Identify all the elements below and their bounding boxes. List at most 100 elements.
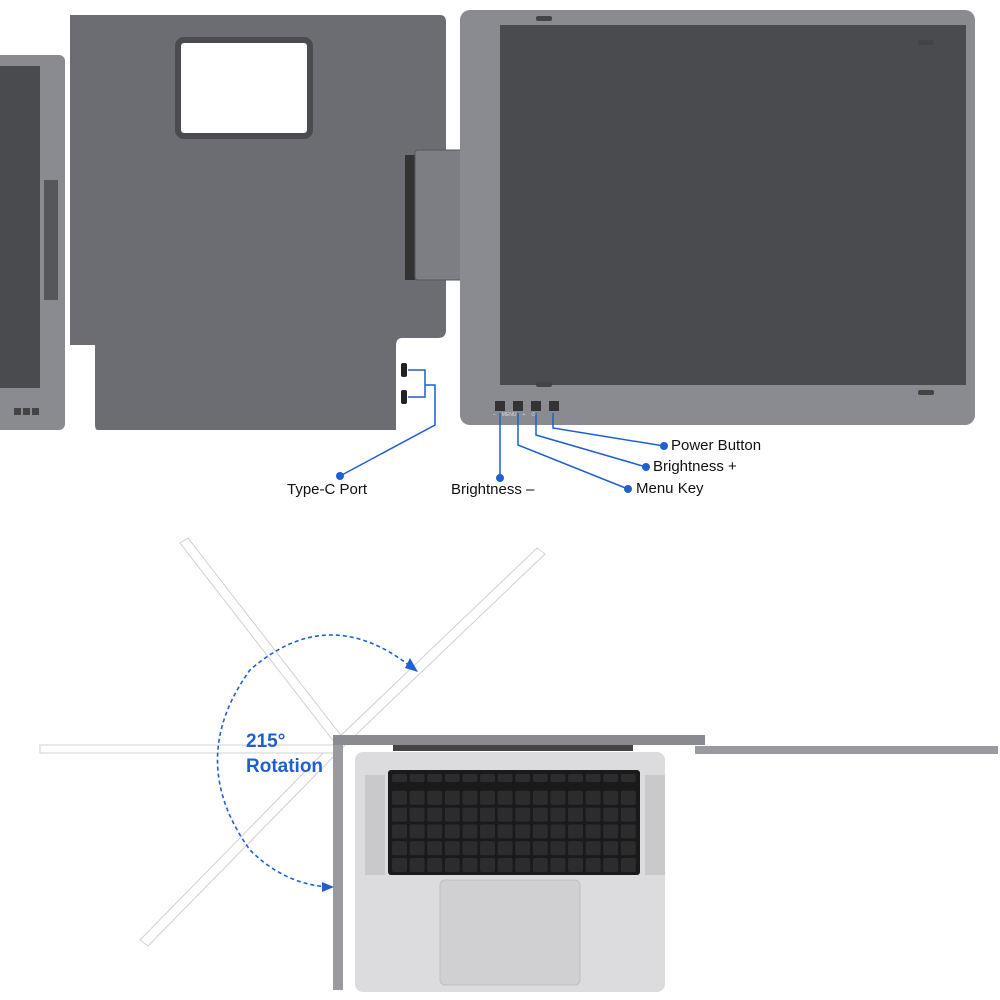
back-panel <box>70 15 486 430</box>
keyboard-key <box>462 790 478 805</box>
keyboard-key <box>568 824 583 839</box>
keyboard-key <box>392 841 407 856</box>
keyboard-key <box>585 824 601 839</box>
keyboard-key <box>532 841 548 856</box>
btn-label: MENU <box>501 412 517 418</box>
keyboard-key <box>568 807 583 822</box>
menu-button <box>513 401 523 411</box>
keyboard-key <box>480 790 495 805</box>
keyboard-key <box>620 790 636 805</box>
keyboard-key <box>585 858 601 872</box>
keyboard-key <box>480 824 495 839</box>
keyboard-key <box>497 841 513 856</box>
keyboard-key <box>550 824 566 839</box>
keyboard-key <box>603 858 619 872</box>
callout-dots <box>336 442 668 493</box>
label-type-c-port: Type-C Port <box>287 481 368 498</box>
keyboard-key <box>620 824 636 839</box>
keyboard-key <box>409 858 425 872</box>
arrow-head-icon <box>405 658 418 672</box>
keyboard-key <box>515 807 531 822</box>
keyboard-key <box>585 807 601 822</box>
btn-label: – <box>493 412 496 418</box>
rotation-label: Rotation <box>246 756 324 777</box>
keyboard-key <box>427 790 443 805</box>
keyboard-key <box>550 841 566 856</box>
keyboard-key <box>550 774 566 782</box>
keyboard-key <box>515 774 531 782</box>
keyboard-key <box>585 774 601 782</box>
keyboard-key <box>603 790 619 805</box>
keyboard-key <box>515 858 531 872</box>
keyboard-key <box>444 841 460 856</box>
btn-label: ⏻ <box>531 412 536 418</box>
power-button <box>549 401 559 411</box>
type-c-port-2 <box>401 390 407 404</box>
callout-lines <box>339 369 665 490</box>
keyboard-key <box>497 807 513 822</box>
rotation-ghost-panels <box>39 537 546 947</box>
keyboard-key <box>409 841 425 856</box>
keyboard-key <box>444 774 460 782</box>
keyboard-key <box>532 774 548 782</box>
btn-label: + <box>522 412 526 418</box>
keyboard-key <box>409 807 425 822</box>
keyboard-key <box>480 807 495 822</box>
keyboard-key <box>392 824 407 839</box>
keyboard-key <box>409 790 425 805</box>
arrow-head-icon <box>322 882 334 892</box>
label-power-button: Power Button <box>671 437 762 454</box>
keyboard-key <box>550 858 566 872</box>
keyboard-key <box>462 807 478 822</box>
label-brightness-minus: Brightness – <box>451 481 535 498</box>
keyboard-key <box>409 774 425 782</box>
keyboard-key <box>480 774 495 782</box>
keyboard-key <box>603 824 619 839</box>
keyboard-key <box>585 790 601 805</box>
keyboard-key <box>532 807 548 822</box>
keyboard-key <box>427 824 443 839</box>
keyboard-key <box>497 824 513 839</box>
keyboard-key <box>427 807 443 822</box>
keyboard-key <box>515 824 531 839</box>
keyboard-key <box>427 858 443 872</box>
keyboard-key <box>497 774 513 782</box>
keyboard-key <box>444 807 460 822</box>
keyboard-key <box>568 841 583 856</box>
keyboard-key <box>532 858 548 872</box>
keyboard-key <box>392 807 407 822</box>
keyboard-key <box>392 790 407 805</box>
keyboard-key <box>427 774 443 782</box>
keyboard-key <box>392 774 407 782</box>
label-brightness-plus: Brightness + <box>653 458 737 475</box>
keyboard-key <box>444 858 460 872</box>
keyboard-key <box>550 790 566 805</box>
rotation-arc <box>216 634 416 888</box>
keyboard-key <box>427 841 443 856</box>
keyboard-key <box>480 841 495 856</box>
keyboard-key <box>409 824 425 839</box>
keyboard-key <box>620 841 636 856</box>
keyboard-keys <box>392 774 636 872</box>
rotation-degrees: 215° <box>246 731 286 752</box>
keyboard-key <box>568 790 583 805</box>
keyboard-key <box>462 824 478 839</box>
keyboard-key <box>480 858 495 872</box>
keyboard-key <box>462 858 478 872</box>
keyboard-key <box>620 807 636 822</box>
keyboard-key <box>532 824 548 839</box>
keyboard-key <box>497 858 513 872</box>
keyboard-key <box>497 790 513 805</box>
keyboard-key <box>462 774 478 782</box>
keyboard-key <box>392 858 407 872</box>
keyboard-key <box>515 841 531 856</box>
keyboard-key <box>568 858 583 872</box>
keyboard-key <box>444 824 460 839</box>
right-monitor <box>460 10 975 425</box>
keyboard-key <box>603 841 619 856</box>
brightness-plus-button <box>531 401 541 411</box>
monitor-button-labels: – MENU + ⏻ <box>493 412 535 418</box>
keyboard-key <box>532 790 548 805</box>
keyboard-key <box>620 858 636 872</box>
